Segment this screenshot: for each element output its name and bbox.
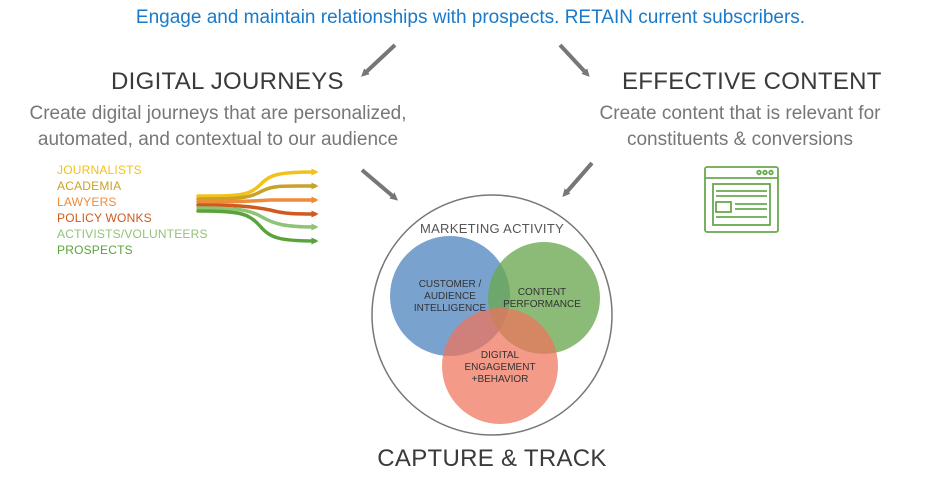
capture-track-title: CAPTURE & TRACK: [377, 445, 607, 472]
venn-engagement-line3: +BEHAVIOR: [471, 374, 529, 385]
arrow-content-to-capture: [562, 161, 594, 198]
effective-content-desc-line2: constituents & conversions: [626, 129, 853, 150]
arrow-headline-to-content: [558, 43, 590, 77]
audience-academia: ACADEMIA: [57, 179, 122, 193]
flow-curve-lawyers: [196, 196, 319, 204]
audience-lawyers: LAWYERS: [57, 195, 117, 209]
audience-journalists: JOURNALISTS: [57, 163, 142, 177]
arrow-headline-to-journeys: [361, 43, 397, 77]
web-page-icon: [704, 166, 779, 233]
effective-content-title: EFFECTIVE CONTENT: [622, 68, 882, 95]
flow-curve-activists: [196, 206, 319, 231]
headline: Engage and maintain relationships with p…: [135, 7, 806, 28]
flow-curve-policy-wonks: [196, 203, 319, 218]
audience-flow: [196, 168, 319, 245]
marketing-activity-title: MARKETING ACTIVITY: [419, 221, 565, 236]
effective-content-desc-line1: Create content that is relevant for: [599, 103, 881, 124]
venn-customer-line1: CUSTOMER /: [418, 279, 482, 290]
digital-journeys-desc-line1: Create digital journeys that are persona…: [29, 103, 407, 124]
venn-customer-line3: INTELLIGENCE: [413, 303, 487, 314]
flow-curve-academia: [196, 182, 319, 201]
venn-engagement-circle: [442, 308, 558, 424]
flow-curve-prospects: [196, 209, 319, 245]
venn-content-line1: CONTENT: [517, 287, 567, 298]
audience-policy-wonks: POLICY WONKS: [57, 211, 152, 225]
venn-engagement-line1: DIGITAL: [480, 350, 520, 361]
venn-customer-line2: AUDIENCE: [424, 291, 476, 302]
venn-customer-label: CUSTOMER / AUDIENCE INTELLIGENCE: [400, 279, 500, 315]
digital-journeys-title: DIGITAL JOURNEYS: [111, 68, 344, 95]
audience-activists-volunteers: ACTIVISTS/VOLUNTEERS: [57, 227, 208, 241]
arrow-journeys-to-capture: [360, 168, 399, 201]
flow-curve-journalists: [196, 168, 319, 198]
venn-engagement-label: DIGITAL ENGAGEMENT +BEHAVIOR: [450, 350, 550, 386]
venn-content-label: CONTENT PERFORMANCE: [492, 287, 592, 311]
venn-engagement-line2: ENGAGEMENT: [464, 362, 536, 373]
venn-content-line2: PERFORMANCE: [503, 299, 581, 310]
digital-journeys-desc-line2: automated, and contextual to our audienc…: [37, 129, 399, 150]
audience-prospects: PROSPECTS: [57, 243, 133, 257]
